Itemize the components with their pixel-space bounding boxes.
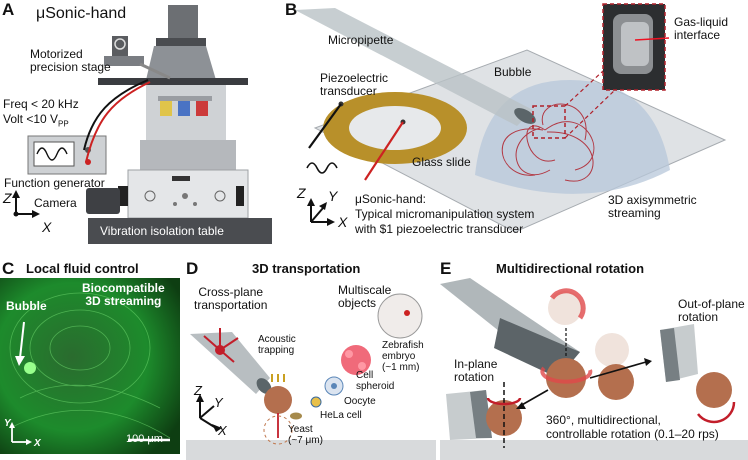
piezo-label: Piezoelectric transducer <box>320 71 389 98</box>
panel-c-title: Local fluid control <box>26 261 139 276</box>
panel-label-e: E <box>440 259 452 278</box>
stage-label-text: Motorized precision stage <box>30 47 111 74</box>
a-axis-x: X <box>42 219 52 235</box>
setup-illustration <box>295 3 727 233</box>
volt-sub: PP <box>58 119 69 129</box>
rotation-illustration <box>440 278 748 460</box>
freq-label: Freq < 20 kHz <box>3 97 79 111</box>
microscope-arm <box>146 46 216 80</box>
c-axis-y: Y <box>4 418 11 429</box>
caption-line2: Typical micromanipulation system <box>355 207 535 221</box>
transport-illustration <box>186 293 436 460</box>
glass-slide-label: Glass slide <box>412 155 471 169</box>
vibration-table <box>88 218 272 244</box>
panel-label-b: B <box>285 0 298 19</box>
camera-label: Camera <box>34 196 77 210</box>
bubble-label: Bubble <box>494 65 532 79</box>
streamlines <box>501 103 595 182</box>
center-sphere <box>546 358 586 398</box>
panel-e-title: Multidirectional rotation <box>496 261 645 276</box>
oocyte-label: Oocyte <box>344 396 376 407</box>
micropipette-label: Micropipette <box>328 33 394 47</box>
in-plane-label: In-plane rotation <box>454 357 498 384</box>
trapped-sphere <box>264 386 292 414</box>
cross-plane-label: Cross-plane transportation <box>194 285 268 312</box>
hela-icon <box>310 396 322 408</box>
c-axis-x: X <box>34 438 41 449</box>
panel-label-c: C <box>2 259 15 278</box>
yeast-label: Yeast (~7 μm) <box>288 424 323 446</box>
yeast-icon <box>290 412 302 420</box>
microscope-stage <box>98 78 248 85</box>
stage-label: Motorized precision stage <box>30 48 111 74</box>
top-sphere <box>548 291 582 325</box>
multiscale-label: Multiscale objects <box>338 283 392 310</box>
d-axis-y: Y <box>214 395 223 410</box>
microscope-illustration <box>12 5 272 244</box>
c-bubble-label: Bubble <box>6 299 47 313</box>
out-of-plane-label: Out-of-plane rotation <box>678 297 745 324</box>
caption-line3: with $1 piezoelectric transducer <box>355 222 524 236</box>
b-axis-x: X <box>338 214 348 230</box>
b-axis-y: Y <box>328 188 338 204</box>
volt-text: Volt <10 V <box>3 112 59 126</box>
function-generator-label: Function generator <box>4 176 105 190</box>
panel-label-a: A <box>2 0 15 19</box>
a-axis-z: Z <box>3 190 12 206</box>
spheroid-label: Cell spheroid <box>356 370 395 392</box>
caption-line1: μSonic-hand: <box>355 192 426 206</box>
micropipette-shape <box>295 8 533 126</box>
volt-label: Volt <10 VPP <box>3 113 69 130</box>
scalebar-label: 100 μm <box>126 433 163 445</box>
sine-wave-icon <box>306 162 338 174</box>
biocompat-label: Biocompatible 3D streaming <box>82 281 165 308</box>
d-pipette-shape <box>190 332 270 394</box>
streaming-label: 3D axisymmetric streaming <box>608 193 697 220</box>
microscope-head <box>168 5 198 41</box>
panel-d-title: 3D transportation <box>252 261 361 276</box>
gas-liquid-label: Gas-liquid interface <box>674 15 729 42</box>
panel-label-d: D <box>186 259 199 278</box>
acoustic-label: Acoustic trapping <box>258 334 296 356</box>
d-axis-x: X <box>218 423 227 438</box>
microscopy-image <box>0 278 180 454</box>
zebrafish-label: Zebrafish embryo (~1 mm) <box>382 340 424 373</box>
camera-icon <box>86 188 120 214</box>
hela-label: HeLa cell <box>320 410 362 421</box>
vibration-table-label: Vibration isolation table <box>100 224 224 238</box>
b-axis-z: Z <box>297 185 306 201</box>
rotation-line1: 360°, multidirectional, <box>546 413 661 427</box>
zebrafish-icon <box>377 293 423 339</box>
rotation-line2: controllable rotation (0.1–20 rps) <box>546 427 719 441</box>
d-axis-z: Z <box>194 383 202 398</box>
panel-a-title: μSonic-hand <box>36 5 127 22</box>
